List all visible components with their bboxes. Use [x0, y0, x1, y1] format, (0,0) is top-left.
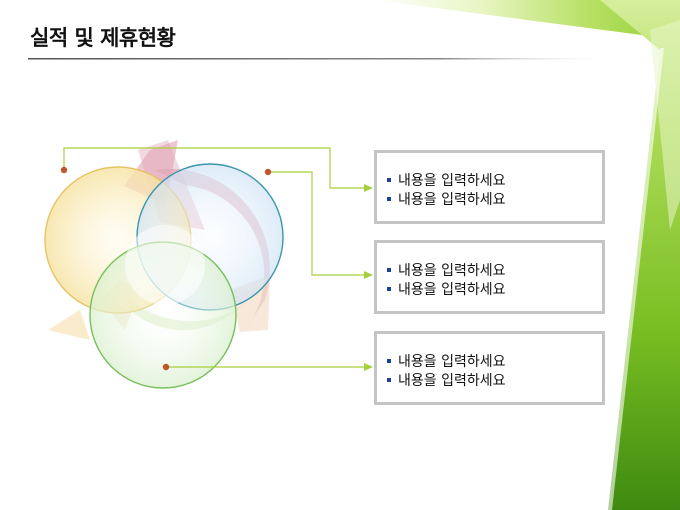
content-box-1: 내용을 입력하세요 내용을 입력하세요: [374, 150, 605, 224]
connector-dots: [60, 166, 272, 371]
arrowhead-2: [364, 271, 373, 279]
bullet-icon: [387, 177, 391, 182]
box-1-line-2-text: 내용을 입력하세요: [398, 191, 506, 208]
box-3-line-2: 내용을 입력하세요: [385, 370, 602, 389]
connector-dot-1: [60, 166, 68, 174]
bullet-icon: [387, 358, 391, 363]
bullet-icon: [387, 267, 391, 272]
bullet-icon: [387, 286, 391, 291]
box-3-line-1: 내용을 입력하세요: [385, 351, 602, 370]
connector-1: [63, 147, 368, 189]
connector-dot-2: [264, 168, 272, 176]
center-glow: [125, 225, 205, 305]
box-3-line-2-text: 내용을 입력하세요: [398, 372, 506, 389]
bullet-icon: [387, 377, 391, 382]
arrowhead-3: [364, 363, 373, 371]
box-2-line-1-text: 내용을 입력하세요: [398, 262, 506, 279]
box-2-line-1: 내용을 입력하세요: [385, 260, 602, 279]
connector-dot-3: [162, 363, 170, 371]
box-1-line-1-text: 내용을 입력하세요: [398, 172, 506, 189]
arrowhead-1: [364, 184, 373, 192]
box-3-line-1-text: 내용을 입력하세요: [398, 353, 506, 370]
connector-2: [268, 171, 368, 276]
content-box-2: 내용을 입력하세요 내용을 입력하세요: [374, 240, 605, 314]
bullet-icon: [387, 196, 391, 201]
box-1-line-2: 내용을 입력하세요: [385, 189, 602, 208]
title-underline: [28, 58, 618, 60]
connector-arrowheads: [364, 184, 373, 371]
page-title: 실적 및 제휴현황: [30, 26, 176, 50]
corner-decoration: [375, 0, 680, 510]
box-1-line-1: 내용을 입력하세요: [385, 170, 602, 189]
box-2-line-2-text: 내용을 입력하세요: [398, 281, 506, 298]
connectors: [63, 147, 368, 368]
box-2-line-2: 내용을 입력하세요: [385, 279, 602, 298]
content-box-3: 내용을 입력하세요 내용을 입력하세요: [374, 331, 605, 405]
